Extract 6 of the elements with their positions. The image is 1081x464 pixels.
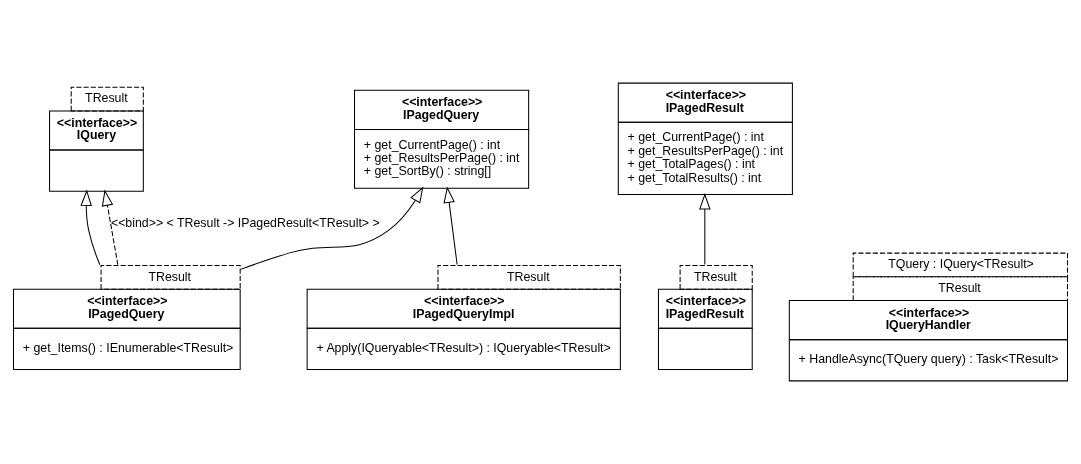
arrow [443, 186, 458, 266]
arrow [699, 193, 711, 266]
arrow [101, 189, 119, 266]
arrow [80, 189, 101, 266]
arrow [240, 186, 424, 270]
edge-label: <<bind>> < TResult -> IPagedResult<TResult> > [110, 215, 380, 230]
